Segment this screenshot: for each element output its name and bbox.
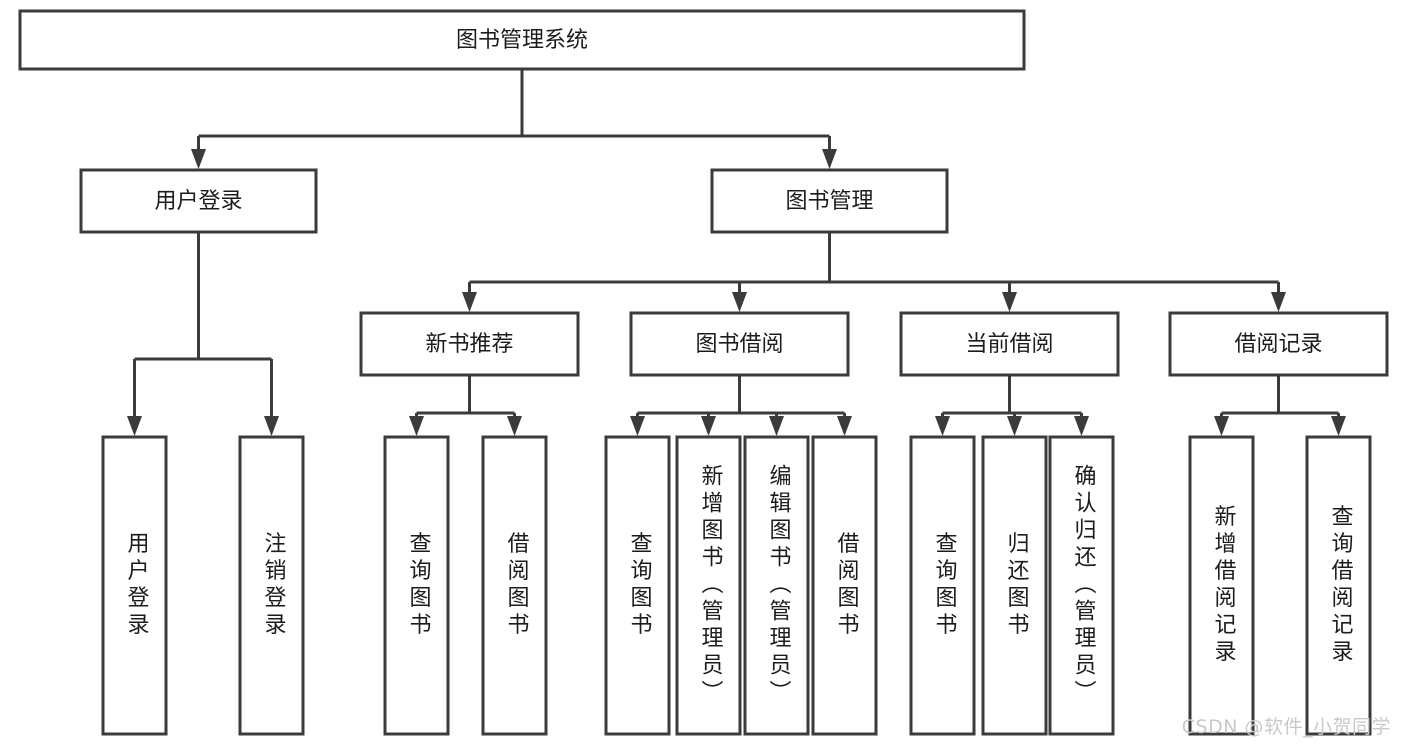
- node-box-book-borrow: [629, 311, 850, 377]
- connector-group-user-login: [127, 232, 279, 436]
- node-leaf-user-logout[interactable]: 注销登录: [238, 435, 305, 736]
- node-box-leaf-query-book-3: [909, 435, 976, 736]
- node-book-borrow[interactable]: 图书借阅: [629, 311, 850, 377]
- node-label-book-borrow: 图书借阅: [695, 332, 783, 357]
- node-box-leaf-confirm-return: [1048, 435, 1115, 736]
- node-label-leaf-user-login: 用户登录: [124, 532, 150, 640]
- connector-group-borrow-record: [1214, 375, 1346, 436]
- node-box-borrow-record: [1168, 311, 1389, 377]
- node-box-leaf-user-logout: [238, 435, 305, 736]
- node-root[interactable]: 图书管理系统: [18, 9, 1026, 71]
- node-box-leaf-query-borrow-record: [1305, 435, 1372, 736]
- node-leaf-query-book-2[interactable]: 查询图书: [604, 435, 671, 736]
- node-label-root: 图书管理系统: [456, 28, 588, 53]
- node-current-borrow[interactable]: 当前借阅: [899, 311, 1120, 377]
- node-box-leaf-add-book: [675, 435, 742, 736]
- node-box-leaf-borrow-book-2: [811, 435, 878, 736]
- node-label-current-borrow: 当前借阅: [965, 332, 1053, 357]
- node-leaf-return-book[interactable]: 归还图书: [981, 435, 1048, 736]
- node-leaf-add-borrow-record[interactable]: 新增借阅记录: [1188, 435, 1255, 736]
- node-box-leaf-add-borrow-record: [1188, 435, 1255, 736]
- node-label-leaf-add-borrow-record: 新增借阅记录: [1211, 505, 1237, 667]
- node-user-login[interactable]: 用户登录: [79, 168, 318, 234]
- connector-group-root: [191, 69, 837, 169]
- node-box-root: [18, 9, 1026, 71]
- edges-layer: [127, 69, 1346, 436]
- node-label-leaf-user-logout: 注销登录: [261, 532, 287, 640]
- node-label-leaf-return-book: 归还图书: [1004, 532, 1030, 640]
- node-box-leaf-query-book-1: [383, 435, 450, 736]
- connector-group-book-manage: [462, 232, 1286, 312]
- node-leaf-add-book[interactable]: 新增图书（管理员）: [675, 435, 742, 736]
- node-label-book-manage: 图书管理: [785, 189, 873, 214]
- node-book-manage[interactable]: 图书管理: [710, 168, 949, 234]
- node-leaf-user-login[interactable]: 用户登录: [101, 435, 168, 736]
- connector-group-book-borrow: [630, 375, 852, 436]
- node-leaf-borrow-book-2[interactable]: 借阅图书: [811, 435, 878, 736]
- node-label-leaf-borrow-book-2: 借阅图书: [834, 532, 860, 640]
- node-label-user-login: 用户登录: [154, 189, 242, 214]
- node-box-leaf-return-book: [981, 435, 1048, 736]
- node-label-leaf-add-book: 新增图书（管理员）: [698, 464, 724, 707]
- node-label-leaf-query-book-3: 查询图书: [932, 532, 958, 640]
- node-label-leaf-query-borrow-record: 查询借阅记录: [1328, 505, 1354, 667]
- node-label-borrow-record: 借阅记录: [1234, 332, 1322, 357]
- node-box-book-manage: [710, 168, 949, 234]
- node-borrow-record[interactable]: 借阅记录: [1168, 311, 1389, 377]
- node-box-current-borrow: [899, 311, 1120, 377]
- node-label-leaf-query-book-2: 查询图书: [627, 532, 653, 640]
- connector-group-new-book-recommend: [409, 375, 522, 436]
- node-leaf-confirm-return[interactable]: 确认归还（管理员）: [1048, 435, 1115, 736]
- node-leaf-query-book-3[interactable]: 查询图书: [909, 435, 976, 736]
- node-label-leaf-borrow-book-1: 借阅图书: [504, 532, 530, 640]
- connector-group-current-borrow: [935, 375, 1089, 436]
- node-new-book-recommend[interactable]: 新书推荐: [359, 311, 580, 377]
- node-leaf-edit-book[interactable]: 编辑图书（管理员）: [743, 435, 810, 736]
- node-leaf-query-borrow-record[interactable]: 查询借阅记录: [1305, 435, 1372, 736]
- node-box-user-login: [79, 168, 318, 234]
- node-box-leaf-borrow-book-1: [481, 435, 548, 736]
- node-label-leaf-confirm-return: 确认归还（管理员）: [1071, 464, 1097, 707]
- node-box-leaf-query-book-2: [604, 435, 671, 736]
- node-leaf-borrow-book-1[interactable]: 借阅图书: [481, 435, 548, 736]
- node-label-leaf-query-book-1: 查询图书: [406, 532, 432, 640]
- node-label-new-book-recommend: 新书推荐: [425, 332, 513, 357]
- node-leaf-query-book-1[interactable]: 查询图书: [383, 435, 450, 736]
- node-box-new-book-recommend: [359, 311, 580, 377]
- node-box-leaf-user-login: [101, 435, 168, 736]
- node-box-leaf-edit-book: [743, 435, 810, 736]
- nodes-layer: 图书管理系统用户登录图书管理新书推荐图书借阅当前借阅借阅记录用户登录注销登录查询…: [18, 9, 1389, 736]
- node-label-leaf-edit-book: 编辑图书（管理员）: [766, 464, 792, 707]
